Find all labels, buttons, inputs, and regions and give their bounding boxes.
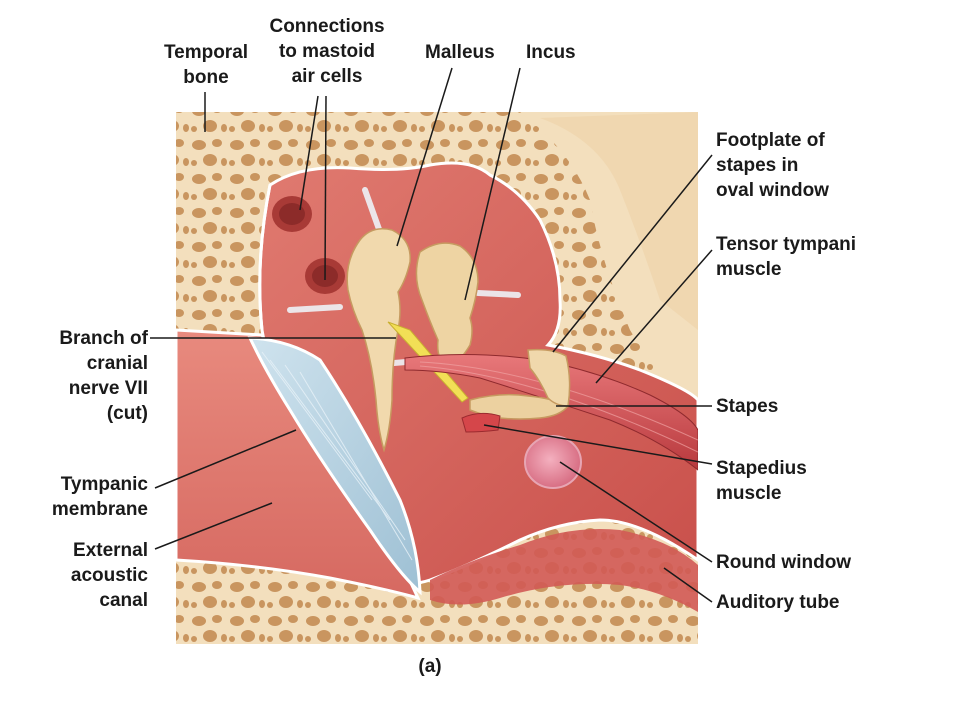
label-tympanic-membrane: Tympanic membrane xyxy=(51,474,148,520)
label-cranial-nerve: Branch of cranial nerve VII (cut) xyxy=(59,328,148,424)
label-auditory-tube: Auditory tube xyxy=(716,592,840,613)
label-round-window: Round window xyxy=(716,552,852,573)
label-mastoid-connections: Connections to mastoid air cells xyxy=(269,16,385,87)
label-incus: Incus xyxy=(526,42,576,63)
incus-bone xyxy=(415,242,479,369)
label-footplate: Footplate of stapes in oval window xyxy=(716,130,829,201)
figure-label: (a) xyxy=(418,656,442,677)
label-tensor-tympani: Tensor tympani muscle xyxy=(716,234,857,280)
malleus-bone xyxy=(346,228,411,453)
leader-lines xyxy=(150,67,713,603)
temporal-bone-block xyxy=(176,112,698,644)
label-temporal-bone: Temporal bone xyxy=(163,42,249,88)
label-stapes: Stapes xyxy=(716,396,779,417)
label-stapedius: Stapedius muscle xyxy=(716,458,807,504)
label-malleus: Malleus xyxy=(425,42,495,63)
label-external-canal: External acoustic canal xyxy=(70,540,148,611)
